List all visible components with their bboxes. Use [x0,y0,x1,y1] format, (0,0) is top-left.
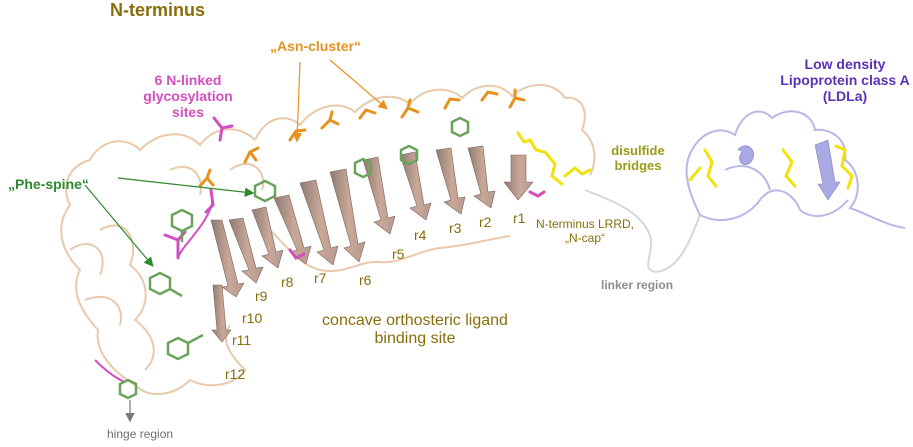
strand-r12 [211,284,232,343]
repeat-label-r4: r4 [414,227,427,243]
ldla-strand [814,139,841,201]
glycosylation-label: 6 N-linked glycosylation sites [143,72,233,121]
strand-r6 [329,168,366,263]
repeat-label-r10: r10 [242,310,263,326]
strand-r5 [362,156,396,235]
ldla-domain [685,110,906,229]
ldla-label: Low density Lipoprotein class A (LDLa) [780,56,910,105]
repeat-label-r9: r9 [255,288,268,304]
linker-region-coil [584,189,701,274]
repeat-label-r7: r7 [314,270,327,286]
beta-strands [210,145,534,343]
asn-cluster-sticks [198,88,526,188]
phe-spine-sticks [118,116,470,400]
hinge-region-label: hinge region [107,427,174,441]
phe-spine-label: „Phe-spine“ [8,176,89,192]
repeat-label-r6: r6 [359,272,372,288]
annotation-arrows [84,59,388,423]
repeat-label-r3: r3 [449,220,462,236]
asn-arrow-1 [292,61,303,143]
phe-arrow-1 [84,184,154,267]
asn-arrow-2 [329,59,388,110]
repeat-label-r12: r12 [225,366,246,382]
strand-r1 [503,154,534,201]
phe-arrow-2 [117,177,255,197]
binding-site-label: concave orthosteric ligand binding site [322,312,508,348]
repeat-label-r5: r5 [392,246,405,262]
repeat-label-r11: r11 [232,332,252,348]
strand-r10 [228,217,264,284]
repeat-label-r1: r1 [513,210,526,226]
strand-r3 [435,147,466,215]
strand-r11 [210,219,245,298]
strand-r7 [299,179,339,266]
ldla-disulfide-sticks [688,144,854,190]
n-terminus-lrrd-label: N-terminus LRRD, „N-cap“ [535,217,634,245]
lrr-coil-backbone [60,83,596,396]
linker-region-label: linker region [601,278,674,292]
asn-cluster-label: „Asn-cluster“ [270,38,362,54]
disulfide-bridges-label: disulfide bridges [611,143,665,173]
repeat-label-r2: r2 [479,214,492,230]
strand-r2 [467,145,496,209]
strand-r9 [251,206,284,269]
ldla-helix [737,145,754,165]
title-n-terminus: N-terminus [110,0,206,20]
ncap-disulfide-sticks [516,131,592,186]
repeat-label-r8: r8 [281,274,294,290]
strand-r8 [273,194,312,265]
